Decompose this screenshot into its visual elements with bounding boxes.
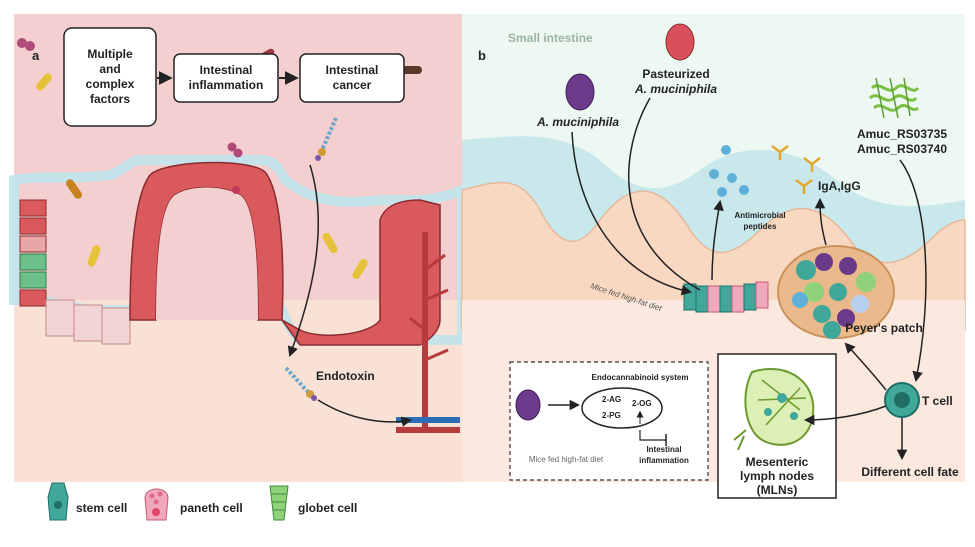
antimicrobial-peptides-icon bbox=[709, 145, 749, 197]
ecs-inflam-line2: inflammation bbox=[639, 456, 689, 465]
pasteurized-to-epithelium-line bbox=[628, 97, 701, 291]
cell-legend: stem cell paneth cell globet cell bbox=[47, 482, 357, 521]
ecs-2pg: 2-PG bbox=[602, 411, 621, 420]
cancer-box bbox=[299, 53, 405, 103]
box3-line1: Intestinal bbox=[326, 63, 379, 77]
box1-line2: and bbox=[99, 62, 120, 76]
factors-box bbox=[63, 27, 157, 127]
tcell-to-patch-arrow bbox=[844, 342, 887, 391]
gene-2-label: Amuc_RS03740 bbox=[857, 142, 947, 156]
a-muc-to-epithelium-arrow bbox=[571, 131, 693, 296]
legend-stem-label: stem cell bbox=[76, 501, 127, 515]
cell-fate-label: Different cell fate bbox=[861, 465, 959, 479]
box3-line2: cancer bbox=[333, 78, 372, 92]
lymph-node-icon bbox=[733, 367, 815, 451]
genes-to-tcell-arrow bbox=[899, 159, 927, 383]
goblet-cell-icon bbox=[269, 485, 289, 521]
mln-line2: lymph nodes bbox=[740, 469, 814, 483]
inflammation-box bbox=[173, 53, 279, 103]
tcell-to-mln-arrow bbox=[803, 405, 887, 426]
epithelial-cell-row bbox=[683, 281, 769, 313]
legend-goblet-label: globet cell bbox=[298, 501, 357, 515]
legend-paneth-label: paneth cell bbox=[180, 501, 243, 515]
pasteurized-a-muciniphila-icon bbox=[665, 23, 695, 61]
ecs-2og: 2-OG bbox=[632, 399, 652, 408]
peyers-label: Peyer's patch bbox=[845, 321, 923, 335]
box2-line1: Intestinal bbox=[200, 63, 253, 77]
gene-1-label: Amuc_RS03735 bbox=[857, 127, 947, 141]
box2-line2: inflammation bbox=[189, 78, 264, 92]
ecs-ellipse bbox=[581, 387, 663, 429]
ecs-diet: Mice fed high-fat diet bbox=[529, 455, 604, 464]
ecs-title: Endocannabinoid system bbox=[592, 373, 689, 382]
box1-line1: Multiple bbox=[87, 47, 133, 61]
a-muciniphila-icon bbox=[565, 73, 595, 111]
amp-label-line2: peptides bbox=[744, 222, 777, 231]
endotoxin-to-blood-arrow bbox=[317, 399, 413, 427]
mln-line1: Mesenteric bbox=[746, 455, 809, 469]
panel-a-letter: a bbox=[32, 48, 40, 63]
pasteurized-line2: A. muciniphila bbox=[634, 82, 717, 96]
amp-label-line1: Antimicrobial bbox=[734, 211, 785, 220]
goblet-cell-shape bbox=[19, 253, 47, 271]
a-muciniphila-label: A. muciniphila bbox=[536, 115, 619, 129]
iga-label: IgA,IgG bbox=[818, 179, 861, 193]
villus-lumen-inner bbox=[156, 187, 258, 320]
box1-line3: complex bbox=[86, 77, 135, 91]
lumen-bacteria bbox=[17, 38, 422, 280]
region-label: Small intestine bbox=[508, 31, 593, 45]
lps-molecule-icon bbox=[315, 117, 338, 161]
ecs-2ag: 2-AG bbox=[602, 395, 621, 404]
ecs-bacterium-icon bbox=[515, 389, 541, 421]
peyers-patch bbox=[777, 245, 895, 339]
box1-line4: factors bbox=[90, 92, 130, 106]
pasteurized-line1: Pasteurized bbox=[642, 67, 709, 81]
panel-b-letter: b bbox=[478, 48, 486, 63]
epithelium-to-amp-arrow bbox=[711, 199, 724, 281]
endotoxin-molecule-icon bbox=[284, 366, 317, 401]
ecs-inflam-line1: Intestinal bbox=[646, 445, 681, 454]
ecs-inhibit-line bbox=[639, 430, 666, 441]
patch-to-antibody-arrow bbox=[814, 197, 827, 246]
antibody-icons bbox=[771, 145, 821, 194]
protein-structure-icon bbox=[868, 77, 920, 119]
endotoxin-entry-arrow bbox=[287, 164, 319, 357]
panel-b: Small intestine b A. muciniphila Pasteur… bbox=[461, 14, 966, 499]
crypt-bottom-row bbox=[45, 299, 131, 345]
t-cell-label: T cell bbox=[922, 394, 953, 408]
right-villus bbox=[281, 199, 441, 346]
left-crypt-cells bbox=[19, 199, 47, 307]
mln-line3: (MLNs) bbox=[757, 483, 798, 497]
endotoxin-label: Endotoxin bbox=[316, 369, 375, 383]
panel-a: Multiple and complex factors Intestinal … bbox=[9, 14, 467, 521]
